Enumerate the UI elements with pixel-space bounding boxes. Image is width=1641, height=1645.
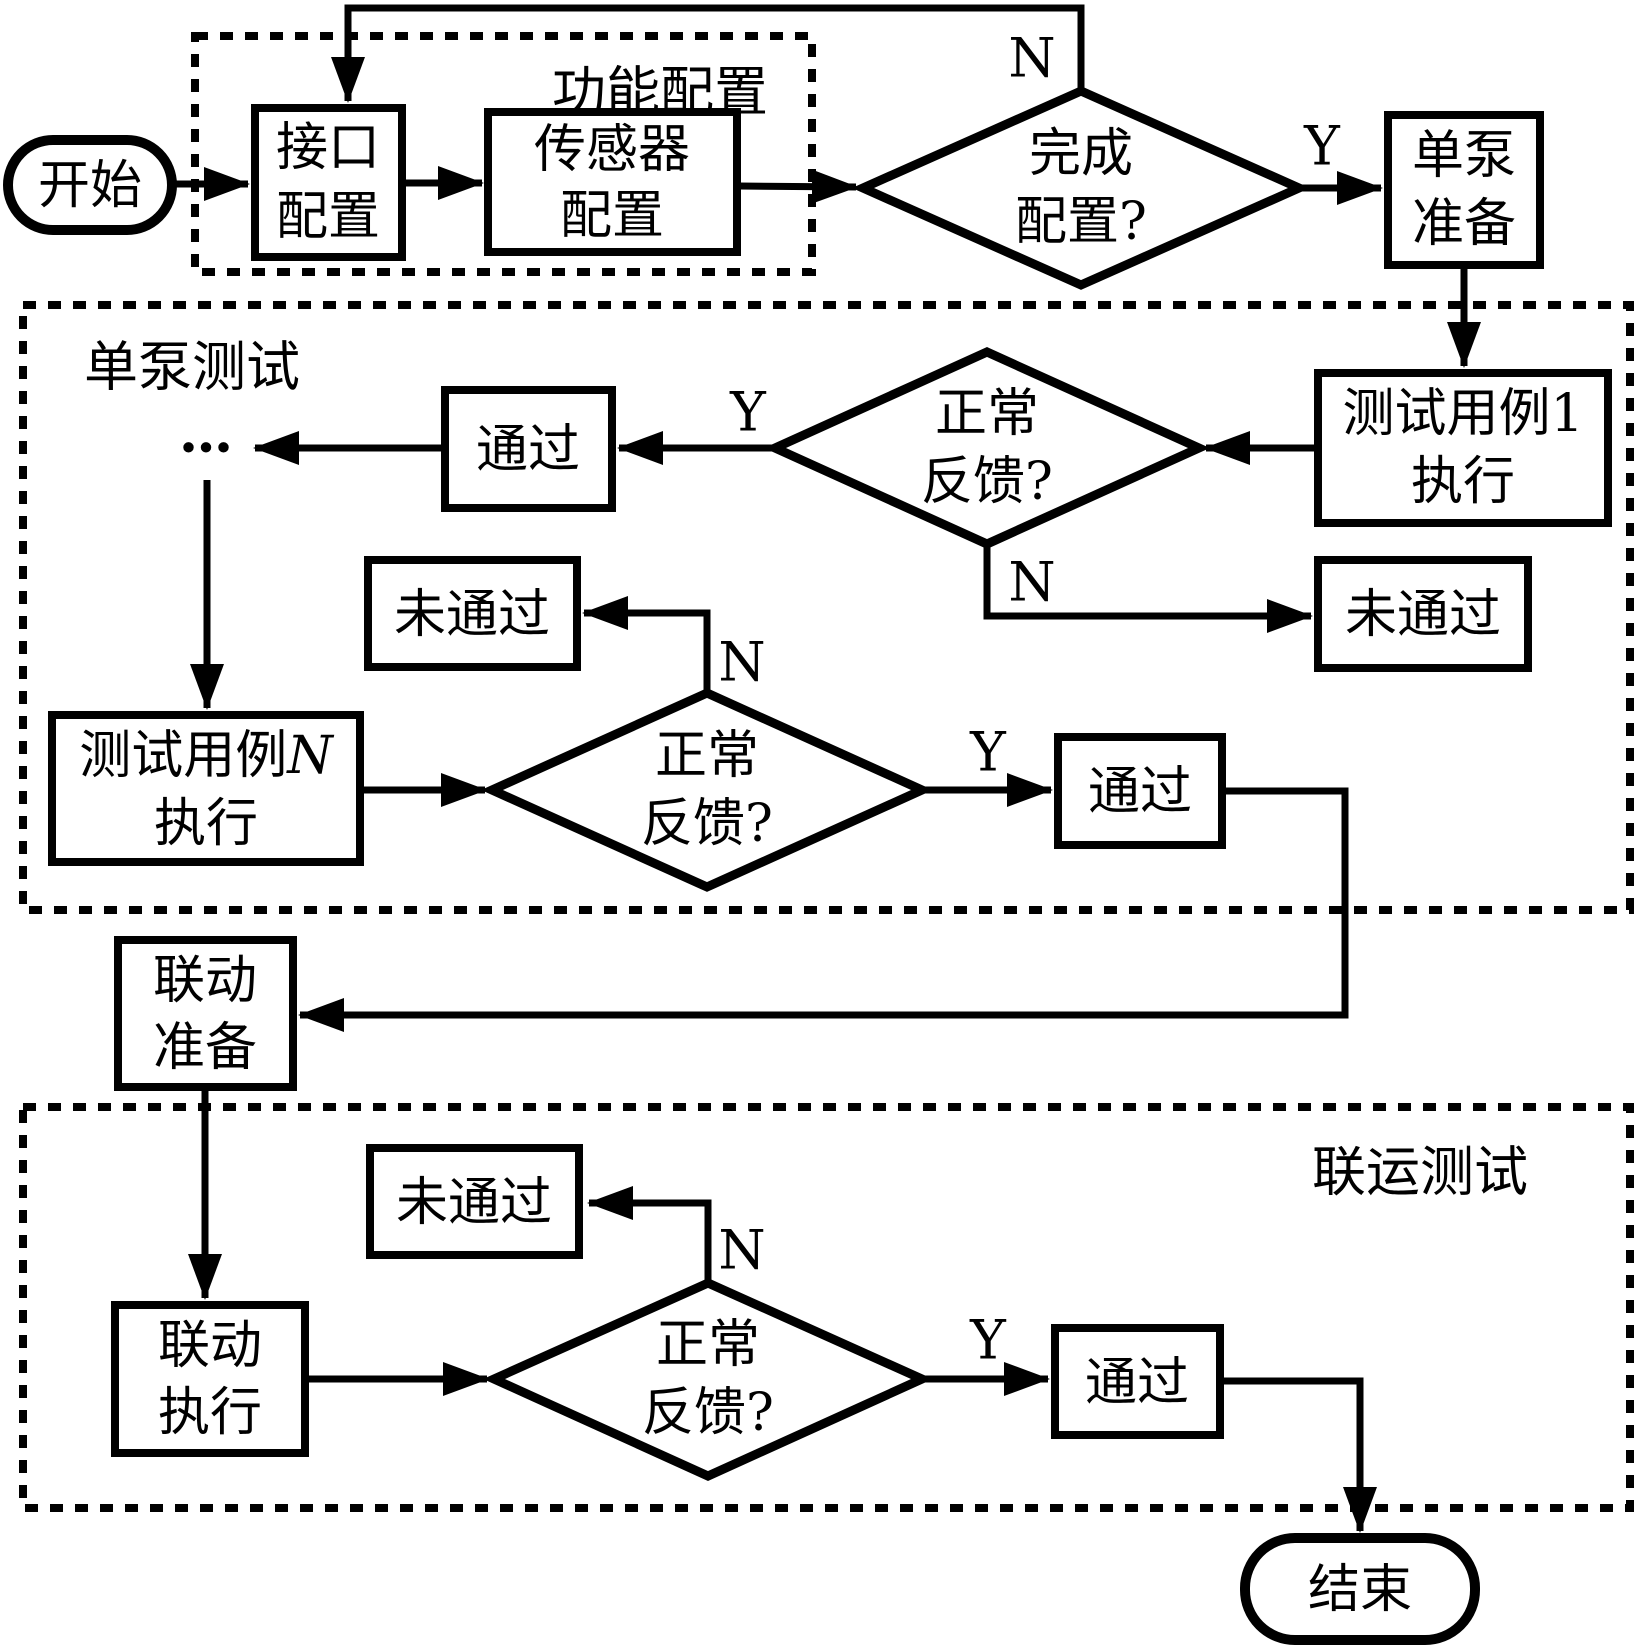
decision-normal-feedback-2-line1: 正常 [655, 726, 759, 786]
node-test-case-1-line2: 执行 [1411, 452, 1515, 512]
group-single-pump-test-label: 单泵测试 [84, 336, 300, 399]
edge-feedback3-no [587, 1186, 712, 1281]
group-linkage-test-border [19, 1103, 1634, 1512]
node-single-pump-ready-line1: 单泵 [1412, 126, 1516, 186]
node-pass-3 [1051, 1324, 1224, 1439]
label-no-feedback1: N [1008, 551, 1055, 614]
node-test-case-n-line1-n: N [285, 726, 334, 786]
node-fail-3-label: 未通过 [396, 1173, 552, 1233]
label-no-feedback2: N [718, 631, 765, 694]
node-start-label: 开始 [38, 156, 142, 216]
ellipsis-more-test-cases: ··· [179, 415, 232, 481]
edge-pass2-to-linkage-ready [298, 787, 1349, 1032]
edge-pass3-to-end [1220, 1377, 1377, 1533]
node-fail-3 [366, 1144, 583, 1259]
node-test-case-1-line1: 测试用例1 [1342, 384, 1583, 444]
node-linkage-ready [114, 936, 297, 1091]
node-pass-3-label: 通过 [1085, 1353, 1189, 1413]
node-fail-2 [364, 556, 581, 671]
node-linkage-ready-line1: 联动 [153, 951, 257, 1011]
label-no-config: N [1008, 27, 1055, 90]
decision-config-complete [851, 86, 1311, 290]
label-no-feedback3: N [718, 1219, 765, 1282]
decision-normal-feedback-3-line1: 正常 [656, 1315, 760, 1375]
node-pass-2 [1054, 733, 1226, 849]
node-test-case-n-line2: 执行 [154, 794, 258, 854]
node-test-case-n-line1: 测试用例N [79, 726, 334, 786]
node-fail-2-label: 未通过 [394, 585, 550, 645]
decision-normal-feedback-2 [481, 688, 933, 892]
node-linkage-exec [111, 1301, 309, 1457]
edge-sensor-to-config-complete [738, 169, 858, 204]
node-start [3, 135, 177, 235]
node-test-case-n [48, 711, 364, 866]
node-sensor-config-line1: 传感器 [534, 120, 690, 180]
node-end [1240, 1533, 1480, 1645]
decision-config-complete-line2: 配置? [1015, 192, 1147, 252]
node-sensor-config-line2: 配置 [560, 186, 664, 246]
group-linkage-test-label: 联运测试 [1312, 1141, 1528, 1204]
edge-config-complete-no-loop [331, 4, 1085, 103]
decision-normal-feedback-3-line2: 反馈? [642, 1383, 774, 1443]
group-function-config-border [191, 32, 816, 276]
label-yes-feedback2: Y [969, 721, 1007, 784]
edge-feedback2-no [582, 596, 711, 691]
node-single-pump-ready-line2: 准备 [1412, 194, 1516, 254]
decision-normal-feedback-1-line1: 正常 [935, 384, 1039, 444]
edge-feedback1-no [983, 546, 1313, 633]
node-fail-1 [1314, 556, 1532, 672]
node-test-case-1 [1314, 369, 1612, 527]
decision-config-complete-line1: 完成 [1029, 124, 1133, 184]
decision-normal-feedback-3 [483, 1278, 933, 1481]
label-yes-feedback3: Y [969, 1309, 1007, 1372]
label-yes-config: Y [1303, 115, 1341, 178]
decision-normal-feedback-1-line2: 反馈? [921, 452, 1053, 512]
node-linkage-exec-line1: 联动 [158, 1316, 262, 1376]
node-linkage-exec-line2: 执行 [158, 1383, 262, 1443]
node-fail-1-label: 未通过 [1345, 585, 1501, 645]
node-interface-config-line2: 配置 [276, 187, 380, 247]
node-single-pump-ready [1384, 111, 1544, 269]
label-yes-feedback1: Y [729, 381, 767, 444]
node-pass-2-label: 通过 [1088, 762, 1192, 822]
node-pass-1-label: 通过 [476, 420, 580, 480]
node-linkage-ready-line2: 准备 [153, 1018, 257, 1078]
decision-normal-feedback-2-line2: 反馈? [641, 794, 773, 854]
node-sensor-config [484, 108, 741, 256]
node-interface-config [251, 104, 406, 261]
node-pass-1 [441, 386, 616, 512]
group-single-pump-test-border [19, 301, 1634, 914]
node-test-case-n-line1-prefix: 测试用例 [79, 726, 287, 786]
node-interface-config-line1: 接口 [276, 118, 380, 178]
node-end-label: 结束 [1308, 1560, 1412, 1620]
decision-normal-feedback-1 [764, 347, 1210, 549]
